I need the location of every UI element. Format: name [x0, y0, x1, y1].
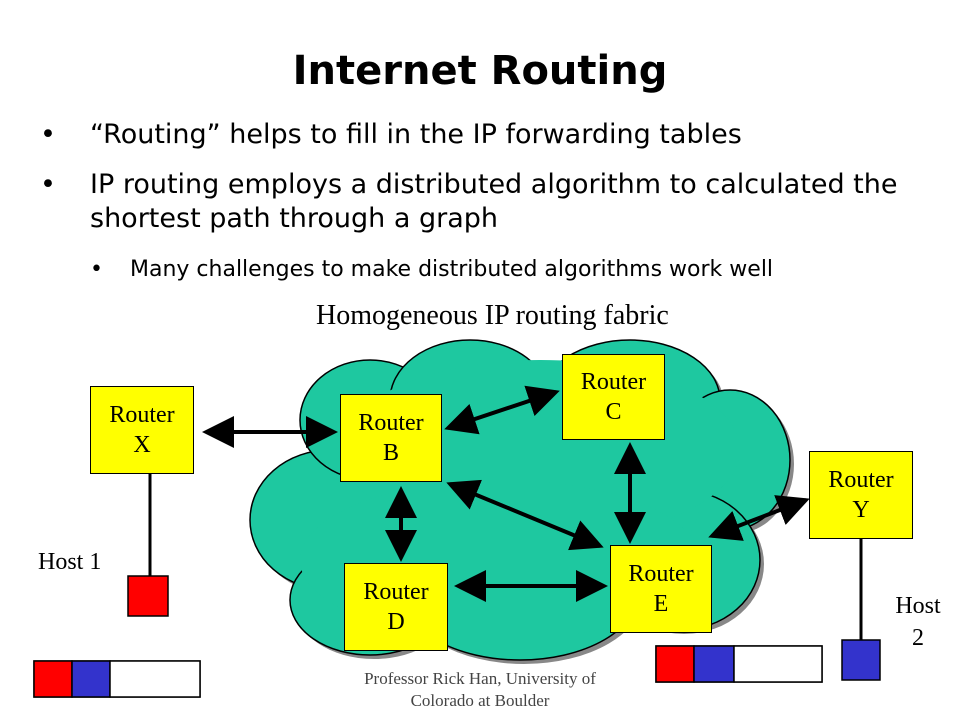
host1-icon	[127, 575, 169, 617]
router-id: D	[387, 609, 405, 635]
router-d: Router D	[344, 563, 448, 651]
sub-bullet-1: • Many challenges to make distributed al…	[90, 256, 950, 284]
packet-queue-left	[33, 660, 201, 698]
router-label: Router	[828, 467, 894, 493]
footer-line2: Colorado at Boulder	[410, 691, 550, 710]
router-label: Router	[580, 369, 647, 395]
host1-label: Host 1	[38, 549, 102, 575]
host2-label: Host 2	[888, 590, 948, 654]
sub-bullet-text: Many challenges to make distributed algo…	[130, 257, 774, 282]
router-c: Router C	[562, 354, 665, 440]
bullet-marker: •	[40, 169, 56, 200]
bullet-1: • “Routing” helps to fill in the IP forw…	[40, 118, 742, 152]
footer-line1: Professor Rick Han, University of	[364, 669, 596, 688]
router-id: X	[133, 432, 151, 458]
slide-footer: Professor Rick Han, University of Colora…	[340, 668, 620, 712]
router-id: C	[605, 399, 622, 425]
fabric-label: Homogeneous IP routing fabric	[316, 300, 669, 331]
link-e-y	[708, 495, 810, 541]
router-id: Y	[852, 497, 870, 523]
slide-title: Internet Routing	[292, 48, 668, 94]
router-label: Router	[628, 561, 694, 587]
link-b-e	[446, 479, 604, 551]
router-label: Router	[363, 579, 429, 605]
host2-label-line2: 2	[912, 625, 924, 651]
bullet-text: “Routing” helps to fill in the IP forwar…	[90, 119, 742, 150]
link-b-c	[444, 385, 560, 435]
bullet-marker: •	[40, 119, 56, 150]
router-id: E	[653, 591, 669, 617]
router-e: Router E	[610, 545, 712, 633]
router-x: Router X	[90, 386, 194, 474]
host2-icon	[841, 639, 881, 681]
router-b: Router B	[340, 394, 442, 482]
host2-label-line1: Host	[895, 593, 941, 619]
sub-bullet-marker: •	[90, 257, 103, 282]
router-y: Router Y	[809, 451, 913, 539]
bullet-2: • IP routing employs a distributed algor…	[40, 168, 920, 236]
router-label: Router	[109, 402, 175, 428]
bullet-text: IP routing employs a distributed algorit…	[90, 169, 898, 234]
router-id: B	[382, 440, 399, 466]
packet-queue-right	[655, 645, 823, 683]
router-label: Router	[358, 410, 424, 436]
